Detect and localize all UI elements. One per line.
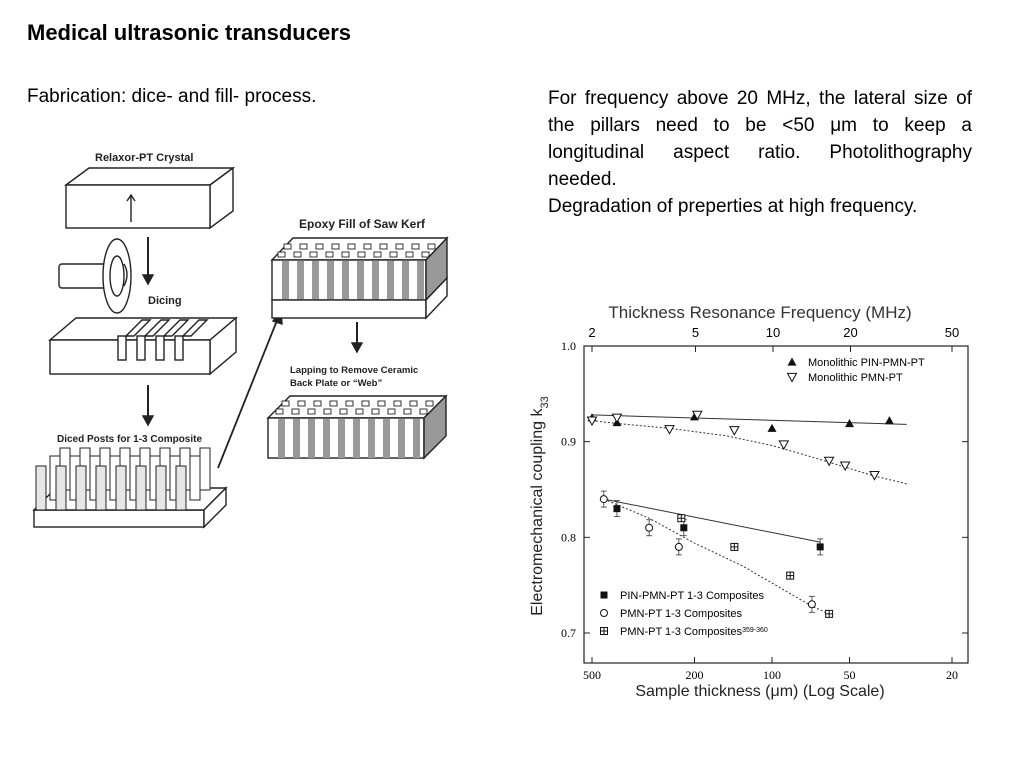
data-point-s1-6 [823, 456, 835, 467]
fit-line-2 [603, 498, 821, 543]
label-dicing: Dicing [148, 295, 182, 307]
slide-title: Medical ultrasonic transducers [27, 20, 351, 45]
coupling-vs-thickness-chart: Thickness Resonance Frequency (MHz) 0.7 0… [529, 303, 969, 700]
data-point-s0-3 [767, 423, 777, 432]
data-point-s4-1 [730, 542, 739, 551]
lapped-composite [266, 394, 448, 460]
legend-marker-bottom-1 [600, 609, 608, 617]
process-arrow-2 [141, 385, 155, 427]
top-axis-title: Thickness Resonance Frequency (MHz) [608, 303, 911, 322]
data-point-s1-1 [611, 413, 623, 424]
legend-label-top-0: Monolithic PIN-PMN-PT [808, 357, 925, 369]
legend-label-bottom-1: PMN-PT 1-3 Composites [620, 608, 743, 620]
fit-line-0 [591, 414, 907, 425]
diced-posts-array [32, 447, 228, 529]
top-tick-label: 20 [843, 325, 857, 340]
y-tick-label: 1.0 [561, 339, 576, 353]
legend-marker-top-1 [786, 372, 798, 383]
data-point-s4-3 [825, 609, 834, 618]
data-point-s2-1 [680, 524, 688, 532]
label-lapping-line1: Lapping to Remove Ceramic [290, 365, 418, 376]
y-tick-label: 0.8 [561, 530, 576, 544]
legend-label-bottom-0: PIN-PMN-PT 1-3 Composites [620, 590, 765, 602]
data-point-s1-8 [869, 471, 880, 481]
epoxy-filled-composite [270, 236, 449, 320]
y-tick-label: 0.7 [561, 626, 576, 640]
data-point-s2-0 [613, 505, 621, 513]
label-lapping-line2: Back Plate or “Web” [290, 378, 382, 389]
data-point-s4-2 [786, 571, 795, 580]
fit-line-1 [591, 420, 907, 485]
fabrication-diagram: Relaxor-PT Crystal Dicing Diced Posts fo… [32, 152, 449, 529]
data-point-s3-1 [645, 523, 654, 532]
label-diced-posts: Diced Posts for 1-3 Composite [57, 434, 202, 445]
data-point-s3-0 [599, 495, 608, 504]
data-point-s1-7 [839, 461, 851, 472]
description-text: For frequency above 20 MHz, the lateral … [548, 85, 972, 220]
paragraph-degradation: Degradation of preperties at high freque… [548, 196, 918, 217]
legend-label-bottom-2: PMN-PT 1-3 Composites359-360 [620, 626, 768, 638]
process-arrow-4 [350, 322, 364, 354]
data-point-s1-3 [691, 410, 703, 421]
data-point-s1-4 [729, 426, 740, 436]
x-tick-label: 200 [685, 668, 703, 682]
paragraph-frequency: For frequency above 20 MHz, the lateral … [548, 88, 972, 190]
x-tick-label: 50 [844, 668, 856, 682]
legend-marker-bottom-2 [600, 627, 608, 635]
legend-marker-top-0 [787, 357, 797, 366]
process-arrow-1 [141, 237, 155, 286]
data-point-s3-2 [674, 542, 683, 551]
fit-line-3 [603, 498, 830, 615]
data-point-s1-0 [586, 416, 598, 427]
legend-marker-bottom-0 [600, 591, 608, 599]
fabrication-text: Fabrication: dice- and fill- process. [27, 86, 317, 107]
top-tick-label: 50 [945, 325, 959, 340]
data-point-s1-2 [664, 425, 675, 435]
plot-frame [583, 345, 969, 664]
dicing-saw-icon [58, 238, 132, 314]
y-axis-title: Electromechanical coupling k33 [529, 396, 551, 615]
y-tick-label: 0.9 [561, 435, 576, 449]
diced-block [48, 316, 238, 376]
top-tick-label: 5 [692, 325, 699, 340]
data-point-s1-5 [778, 440, 790, 451]
label-relaxor-crystal: Relaxor-PT Crystal [95, 152, 193, 164]
data-point-s4-0 [677, 514, 686, 523]
top-tick-label: 2 [588, 325, 595, 340]
legend-label-top-1: Monolithic PMN-PT [808, 372, 903, 384]
label-epoxy-fill: Epoxy Fill of Saw Kerf [299, 217, 426, 231]
relaxor-crystal-block [63, 166, 236, 230]
data-point-s0-4 [845, 418, 855, 428]
x-tick-label: 20 [946, 668, 958, 682]
data-point-s3-3 [807, 600, 816, 609]
x-tick-label: 100 [763, 668, 781, 682]
top-tick-label: 10 [766, 325, 780, 340]
x-axis-title: Sample thickness (μm) (Log Scale) [635, 683, 884, 700]
data-point-s0-5 [884, 416, 894, 425]
x-tick-label: 500 [583, 668, 601, 682]
data-point-s2-2 [816, 543, 824, 551]
